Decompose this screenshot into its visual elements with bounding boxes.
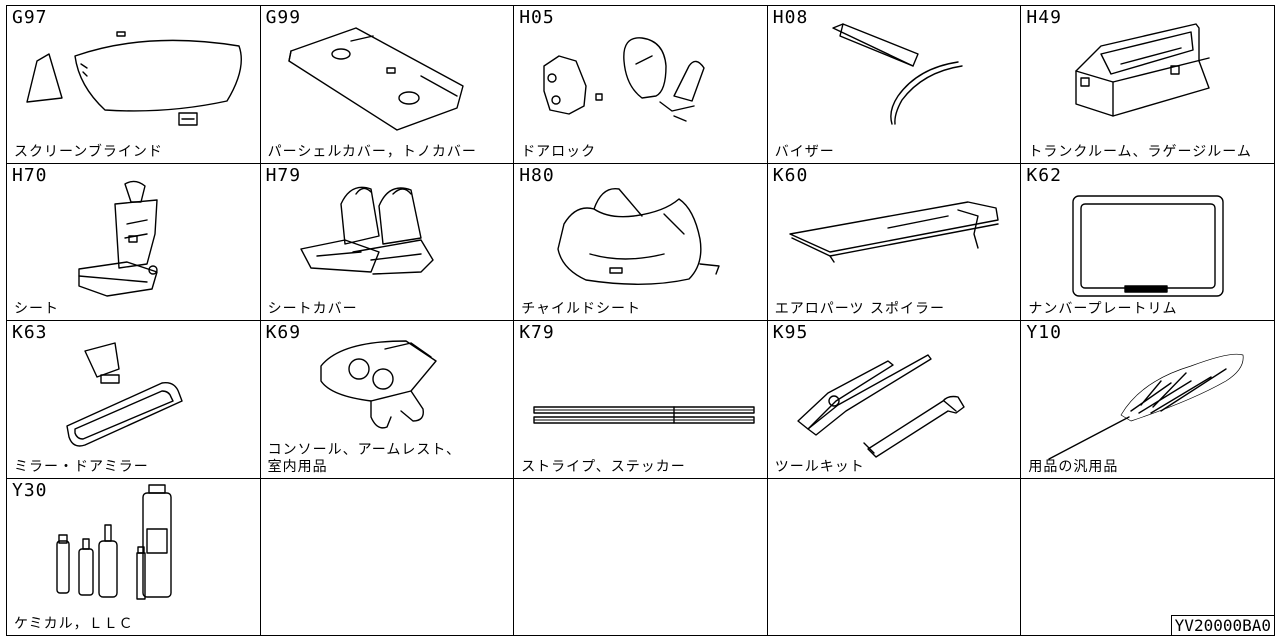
- category-code: H05: [519, 7, 555, 28]
- category-label: ドアロック: [521, 143, 597, 160]
- category-label: トランクルーム、ラゲージルーム: [1028, 143, 1252, 160]
- category-cell-k69[interactable]: K69 コンソール、アームレスト、 室内用品: [259, 320, 515, 479]
- category-cell-y10[interactable]: Y10 用品の汎用品: [1020, 320, 1275, 479]
- category-cell-k79[interactable]: K79 ストライプ、ステッカー: [513, 320, 768, 479]
- child-booster-seat-icon: [557, 187, 720, 285]
- category-code: H79: [265, 164, 302, 186]
- rear-parcel-shelf-icon: [287, 27, 464, 131]
- rearview-mirror-icon: [66, 342, 183, 447]
- category-cell-k95[interactable]: K95 ツールキット: [766, 320, 1022, 479]
- category-label: エアロパーツ スポイラー: [774, 301, 945, 317]
- category-cell-k60[interactable]: K60 エアロパーツ スポイラー: [766, 162, 1022, 321]
- drawing-id: YV20000BA0: [1170, 615, 1274, 635]
- category-label: シートカバー: [267, 301, 358, 317]
- category-cell-g99[interactable]: G99 パーシェルカバー，トノカバー: [259, 5, 515, 164]
- category-code: Y30: [12, 479, 48, 501]
- category-cell-k62[interactable]: K62 ナンバープレートリム: [1020, 162, 1275, 321]
- category-code: G99: [265, 7, 302, 28]
- category-label: ケミカル，ＬＬＣ: [14, 616, 134, 632]
- category-cell-h80[interactable]: H80 チャイルドシート: [513, 162, 768, 321]
- empty-cell: [766, 477, 1022, 636]
- empty-cell: [259, 477, 515, 636]
- category-label: シート: [14, 301, 59, 317]
- rear-spoiler-icon: [789, 200, 999, 263]
- seat-cover-icon: [299, 186, 434, 275]
- visor-icon: [832, 23, 963, 125]
- category-code: Y10: [1026, 322, 1062, 343]
- category-label: 用品の汎用品: [1028, 458, 1119, 475]
- category-code: H49: [1026, 7, 1062, 28]
- category-cell-y30[interactable]: Y30 ケミカル，ＬＬＣ: [6, 477, 261, 636]
- category-code: H70: [12, 164, 48, 186]
- parts-catalog-grid: G97 スクリーンブラインド G99 パーシェルカバー，トノカバー H05 ドアロック…: [6, 5, 1275, 636]
- category-label: チャイルドシート: [521, 301, 642, 317]
- license-plate-frame-icon: [1072, 194, 1225, 297]
- category-code: K60: [772, 164, 809, 186]
- category-cell-h08[interactable]: H08 バイザー: [766, 5, 1022, 164]
- empty-cell: [513, 477, 768, 636]
- category-label: ミラー・ドアミラー: [14, 458, 149, 475]
- category-label: パーシェルカバー，トノカバー: [267, 143, 477, 160]
- category-label: コンソール、アームレスト、 室内用品: [267, 441, 462, 475]
- category-code: K95: [772, 322, 809, 343]
- category-cell-h49[interactable]: H49 トランクルーム、ラゲージルーム: [1020, 5, 1275, 164]
- category-label: ツールキット: [774, 458, 865, 475]
- steering-lock-icon: [543, 37, 705, 122]
- category-cell-k63[interactable]: K63 ミラー・ドアミラー: [6, 320, 261, 479]
- windshield-shade-icon: [26, 31, 242, 126]
- category-label: スクリーンブラインド: [14, 143, 163, 160]
- empty-cell: [1020, 477, 1275, 636]
- category-code: H08: [772, 7, 809, 28]
- category-code: K62: [1026, 164, 1062, 186]
- category-cell-g97[interactable]: G97 スクリーンブラインド: [6, 5, 261, 164]
- category-label: ナンバープレートリム: [1028, 301, 1178, 317]
- pliers-wrench-icon: [797, 354, 965, 458]
- category-label: バイザー: [774, 143, 835, 160]
- console-box-icon: [319, 340, 437, 429]
- feather-duster-icon: [1048, 353, 1244, 460]
- category-cell-h05[interactable]: H05 ドアロック: [513, 5, 768, 164]
- category-code: K63: [12, 322, 48, 343]
- category-code: K79: [519, 322, 555, 343]
- trunk-box-icon: [1075, 23, 1211, 117]
- category-code: H80: [519, 164, 555, 186]
- stripe-sticker-icon: [533, 406, 755, 424]
- category-cell-h70[interactable]: H70 シート: [6, 162, 261, 321]
- category-label: ストライプ、ステッカー: [521, 458, 686, 475]
- category-cell-h79[interactable]: H79 シートカバー: [259, 162, 515, 321]
- category-code: K69: [265, 322, 302, 343]
- car-seat-icon: [78, 180, 158, 297]
- chemical-bottles-icon: [56, 483, 172, 600]
- category-code: G97: [12, 7, 48, 28]
